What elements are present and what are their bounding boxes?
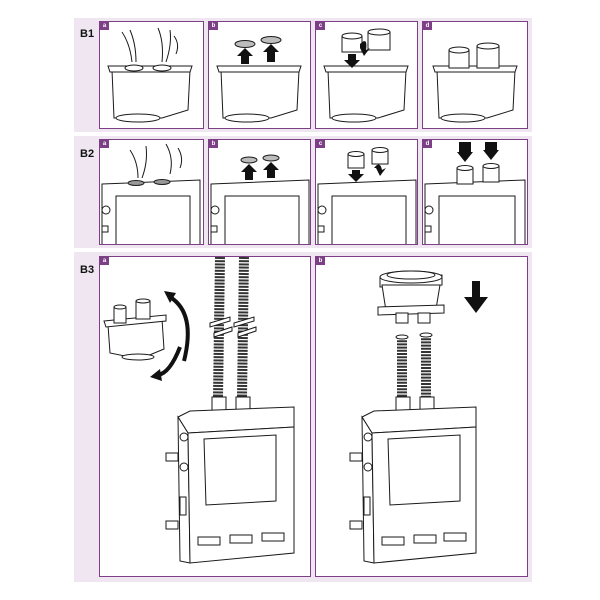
row-label-b3: B3 [80,264,95,276]
step-letter: a [100,140,109,148]
adapter-box-illustration [432,42,518,123]
row-label-b2: B2 [80,148,95,160]
step-b2-b: b [208,139,311,245]
step-letter: a [100,257,109,265]
step-b2-a: a [99,139,204,245]
wall-box-illustration [101,143,201,244]
step-letter: c [316,140,325,148]
step-b1-a: a [99,21,204,129]
step-letter: b [209,140,218,148]
installation-illustration [103,257,295,564]
wall-box-illustration [210,154,310,244]
wall-box-illustration [424,142,526,244]
row-label-b1: B1 [80,28,95,40]
step-letter: d [423,140,432,148]
step-b3-a: a [99,256,311,577]
step-b2-c: c [315,139,418,245]
wall-box-illustration [317,147,417,244]
adapter-box-illustration [107,27,193,123]
step-letter: c [316,22,325,30]
adapter-box-illustration [216,36,302,123]
step-b2-d: d [422,139,528,245]
step-b1-d: d [422,21,528,129]
step-b3-b: b [315,256,528,577]
adapter-box-illustration [323,28,409,123]
step-b1-b: b [208,21,311,129]
step-letter: b [209,22,218,30]
step-letter: d [423,22,432,30]
installation-illustration [349,270,488,564]
step-letter: b [316,257,325,265]
step-letter: a [100,22,109,30]
step-b1-c: c [315,21,418,129]
